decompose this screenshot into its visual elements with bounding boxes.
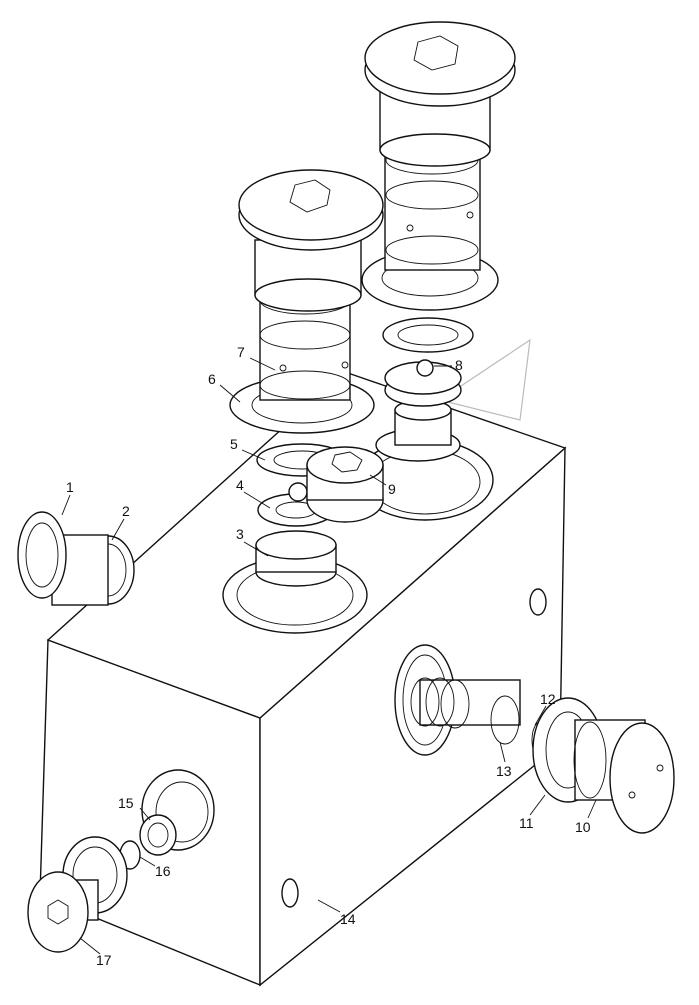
callout-5: 5 [230,436,238,452]
callout-12: 12 [540,691,556,707]
right-cartridge [306,21,516,523]
lower-plug [27,814,177,953]
callout-3: 3 [236,526,244,542]
callout-8: 8 [455,357,463,373]
callout-10: 10 [575,819,591,835]
right-side-valve [410,677,675,834]
callout-4: 4 [236,477,244,493]
callout-6: 6 [208,371,216,387]
callout-11: 11 [519,815,534,831]
callout-leaders [61,357,597,955]
callout-9: 9 [388,481,396,497]
callout-14: 14 [340,911,356,927]
callout-13: 13 [496,763,512,779]
callout-2: 2 [122,503,130,519]
left-plug [17,511,135,606]
callout-labels: 1 2 3 4 5 6 7 8 9 10 11 12 13 14 15 16 1… [66,344,591,968]
callout-1: 1 [66,479,74,495]
callout-17: 17 [96,952,112,968]
left-cartridge [229,169,384,587]
callout-16: 16 [155,863,171,879]
callout-7: 7 [237,344,245,360]
callout-15: 15 [118,795,134,811]
